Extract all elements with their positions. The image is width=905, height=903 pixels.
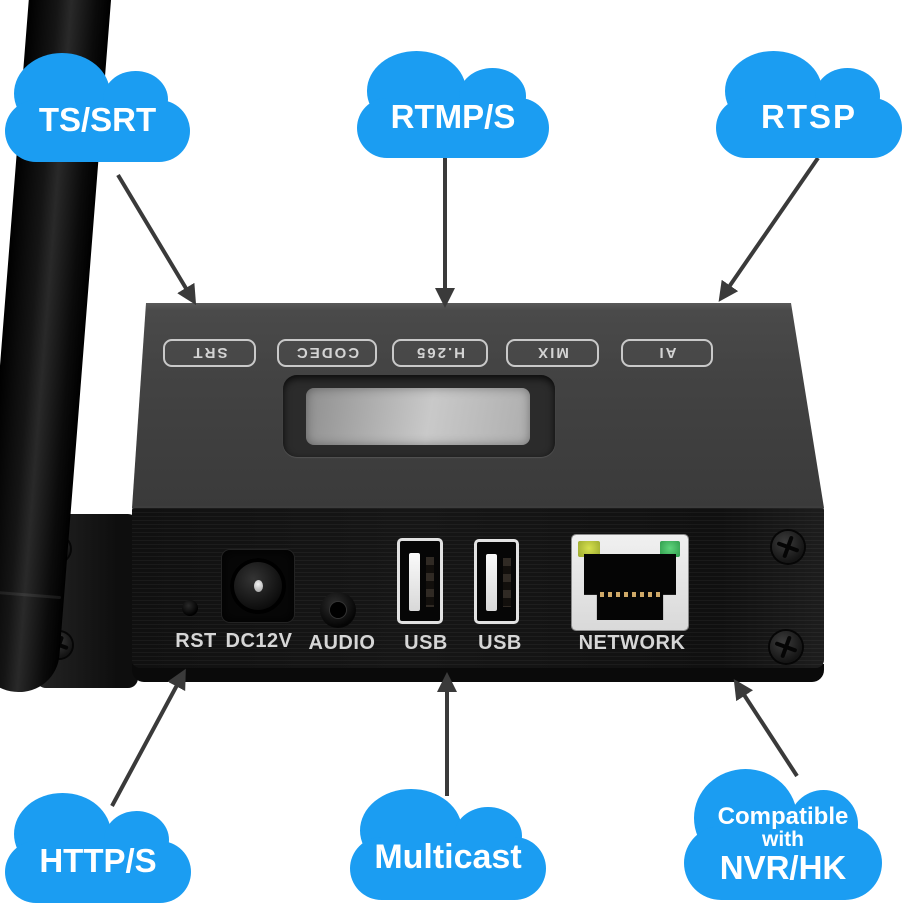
usb2-label: USB bbox=[478, 632, 522, 654]
device-top-panel: SRT CODEC H.265 MIX AI bbox=[132, 303, 824, 508]
device-bottom-edge bbox=[132, 664, 824, 682]
usb-tongue bbox=[486, 554, 497, 611]
top-badge-codec: CODEC bbox=[277, 339, 377, 367]
arrow-icon-ts-srt bbox=[116, 173, 197, 306]
cloud-label-rtsp: RTSP bbox=[760, 97, 857, 135]
cloud-base bbox=[357, 97, 549, 158]
arrow-icon-http bbox=[110, 668, 186, 807]
cloud-icon-rtmp: RTMP/S bbox=[357, 50, 549, 158]
cloud-base bbox=[350, 837, 546, 900]
cloud-icon-multicast: Multicast bbox=[350, 788, 546, 900]
cloud-icon-rtsp: RTSP bbox=[716, 50, 902, 158]
top-badge-ai: AI bbox=[621, 339, 713, 367]
usb-tongue bbox=[409, 553, 420, 611]
cloud-icon-ts-srt: TS/SRT bbox=[5, 52, 190, 162]
top-badge-mix: MIX bbox=[506, 339, 599, 367]
usb1-label: USB bbox=[404, 632, 448, 654]
cloud-base bbox=[5, 840, 191, 903]
usb-port-1 bbox=[397, 538, 443, 624]
cloud-base bbox=[5, 100, 190, 162]
nvr-line1: Compatible bbox=[717, 802, 849, 830]
cloud-label-rtmp: RTMP/S bbox=[390, 97, 516, 135]
top-badge-srt: SRT bbox=[163, 339, 256, 367]
cloud-label-ts-srt: TS/SRT bbox=[38, 101, 157, 139]
lcd-screen bbox=[306, 388, 530, 445]
arrow-icon-rtsp bbox=[718, 156, 820, 302]
audio-jack-hole bbox=[330, 602, 346, 618]
cloud-label-http: HTTP/S bbox=[39, 841, 157, 879]
cloud-base bbox=[716, 97, 902, 158]
arrow-icon-nvr bbox=[733, 678, 799, 778]
usb-contacts bbox=[503, 558, 511, 607]
usb-port-2 bbox=[474, 539, 519, 624]
top-badge-h265: H.265 bbox=[392, 339, 488, 367]
usb-contacts bbox=[426, 557, 434, 607]
rst-pinhole bbox=[182, 600, 198, 616]
dc-label: DC12V bbox=[225, 630, 293, 652]
cloud-icon-http: HTTP/S bbox=[5, 792, 191, 903]
network-label: NETWORK bbox=[578, 632, 686, 654]
dc-center-pin bbox=[254, 580, 263, 592]
device-front-panel: RST DC12V AUDIO USB USB NETWOR bbox=[132, 506, 824, 668]
link-led-green bbox=[660, 541, 680, 557]
rj45-pins bbox=[600, 592, 660, 597]
cloud-label-nvr: Compatible with NVR/HK bbox=[684, 792, 882, 898]
screw-icon bbox=[772, 531, 804, 563]
audio-jack bbox=[320, 592, 356, 628]
lcd-display-bezel bbox=[283, 375, 555, 457]
ethernet-port bbox=[572, 535, 688, 630]
rst-label: RST bbox=[175, 630, 217, 652]
nvr-line3: NVR/HK bbox=[719, 848, 847, 886]
audio-label: AUDIO bbox=[308, 632, 376, 654]
rj45-opening bbox=[584, 554, 676, 620]
cloud-icon-nvr: Compatible with NVR/HK bbox=[684, 768, 882, 900]
dc-power-jack bbox=[222, 550, 294, 622]
cloud-base bbox=[684, 826, 882, 900]
link-led-yellow bbox=[578, 541, 600, 557]
screw-icon bbox=[770, 631, 802, 663]
nvr-line2: with bbox=[762, 828, 804, 852]
cloud-label-multicast: Multicast bbox=[374, 837, 522, 876]
dc-barrel bbox=[230, 558, 286, 614]
